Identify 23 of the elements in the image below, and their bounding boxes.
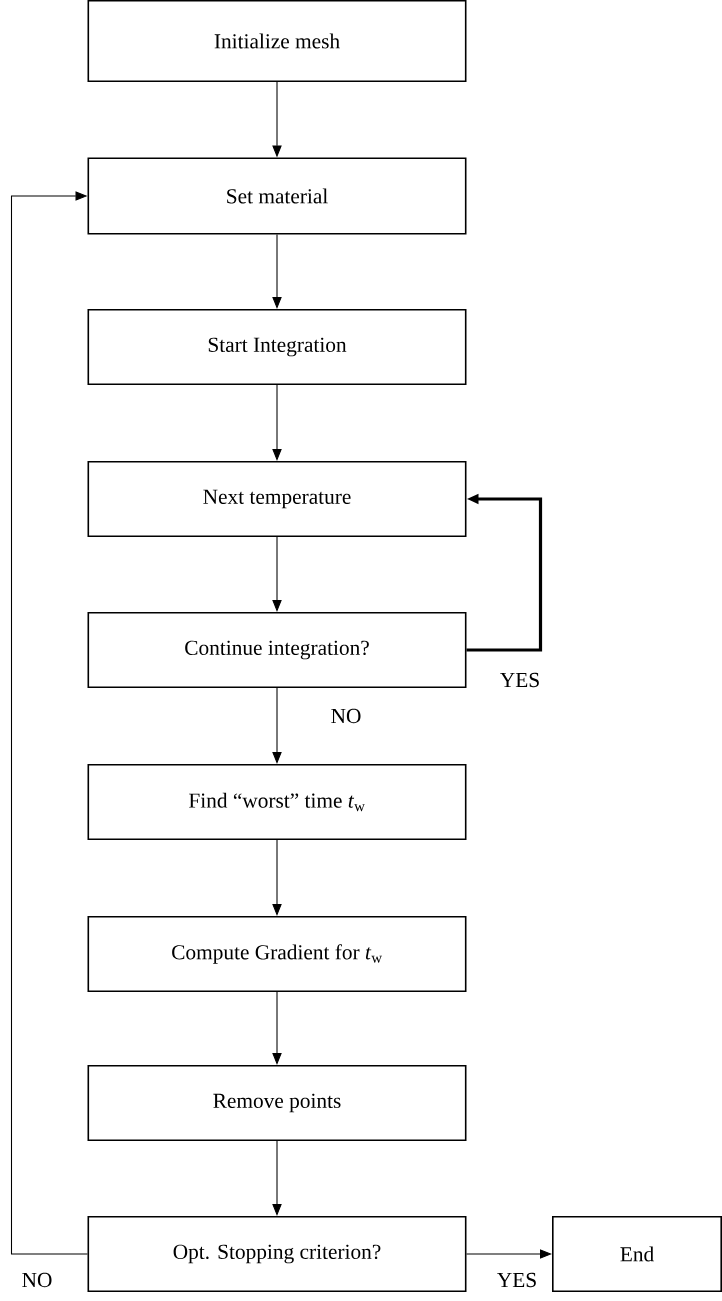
process-box: Remove points [87,1065,467,1141]
process-box: Start Integration [87,309,467,385]
arrow [272,991,282,1065]
edge-label: YES [495,1271,539,1289]
process-box: Initialize mesh [87,0,467,82]
arrow [272,536,282,612]
arrow [272,1140,282,1216]
process-box: End [552,1216,722,1292]
edge-label: YES [498,671,542,689]
arrow [272,233,282,309]
edge-label: NO [20,1271,54,1289]
arrow [10,191,89,1255]
arrow [272,384,282,461]
arrow [272,839,282,916]
process-box: Opt. Stopping criterion? [87,1216,467,1292]
edge-label: NO [329,707,363,725]
process-box: Next temperature [87,461,467,537]
process-box: Set material [87,157,467,235]
process-box: Continue integration? [87,612,467,688]
arrow [272,687,282,764]
arrow [465,1249,552,1259]
process-box: Compute Gradient for t$_{w}$ [87,916,467,992]
process-box: Find “worst” time t$_{w}$ [87,764,467,840]
